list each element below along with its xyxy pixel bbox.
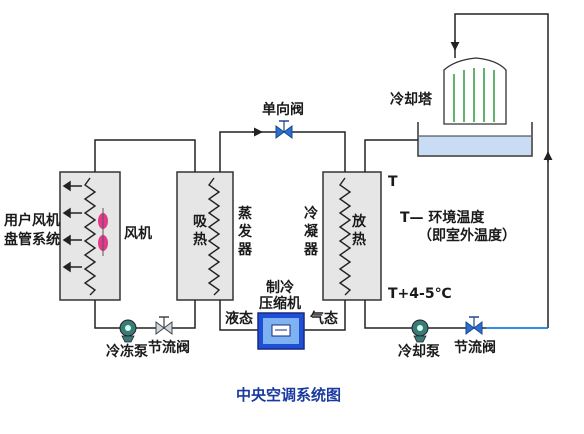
condenser-box xyxy=(322,171,382,301)
fan-icon xyxy=(98,208,108,256)
evaporator-3: 器 xyxy=(237,242,253,258)
evaporator-coil xyxy=(207,177,221,296)
liquid-state-label: 液态 xyxy=(225,310,253,327)
valve-icon xyxy=(155,316,173,335)
condenser-coil xyxy=(338,177,352,296)
release-heat-2: 热 xyxy=(352,231,366,248)
evaporator-2: 发 xyxy=(237,223,253,240)
cooling-tower-icon xyxy=(417,57,533,157)
throttle-valve-right-label: 节流阀 xyxy=(454,339,496,356)
refrigerant-bottom-right xyxy=(304,300,346,331)
compressor-label-line2: 压缩机 xyxy=(259,295,301,312)
chilled-loop-top xyxy=(94,139,196,172)
chilled-loop-bottom xyxy=(94,300,196,329)
evaporator-box xyxy=(176,171,234,301)
refrigerant-top xyxy=(219,131,346,172)
evaporator-1: 蒸 xyxy=(238,205,252,222)
absorb-heat-1: 吸 xyxy=(193,214,208,230)
condenser-1: 冷 xyxy=(304,205,318,222)
chilled-pump-label: 冷冻泵 xyxy=(106,343,148,360)
release-heat-1: 放 xyxy=(351,213,367,230)
refrigerant-bottom-left xyxy=(219,300,258,331)
t-bottom-label: T+4-5℃ xyxy=(388,286,452,302)
condenser-cooling-bottom xyxy=(364,300,486,329)
cooling-pump-label: 冷却泵 xyxy=(398,343,440,360)
pump-icon xyxy=(119,319,137,343)
condenser-to-tower xyxy=(364,139,418,172)
t-legend-line2: （即室外温度） xyxy=(418,227,516,244)
check-valve-icon xyxy=(275,120,293,139)
condenser-3: 器 xyxy=(303,242,319,258)
throttle-valve-right-icon xyxy=(465,316,483,335)
t-top-label: T xyxy=(388,174,398,190)
t-legend-line1: T— 环境温度 xyxy=(400,209,485,226)
condenser-2: 凝 xyxy=(304,224,319,240)
user-system-label-line2: 盘管系统 xyxy=(4,231,60,248)
gas-state-label: 气态 xyxy=(309,310,338,327)
throttle-valve-left-label: 节流阀 xyxy=(148,339,190,356)
absorb-heat-2: 热 xyxy=(193,231,207,248)
check-valve-label: 单向阀 xyxy=(262,101,304,118)
diagram-title: 中央空调系统图 xyxy=(236,386,341,404)
cooling-tower-label: 冷却塔 xyxy=(390,91,433,108)
cooling-pump-icon xyxy=(411,319,429,343)
tower-return-pipe xyxy=(454,13,549,328)
air-arrows xyxy=(62,180,82,273)
user-system-label-line1: 用户风机 xyxy=(4,212,60,229)
user-coil xyxy=(83,177,97,296)
compressor-icon xyxy=(257,312,305,350)
fan-label: 风机 xyxy=(124,225,152,242)
compressor-label-line1: 制冷 xyxy=(266,279,294,296)
